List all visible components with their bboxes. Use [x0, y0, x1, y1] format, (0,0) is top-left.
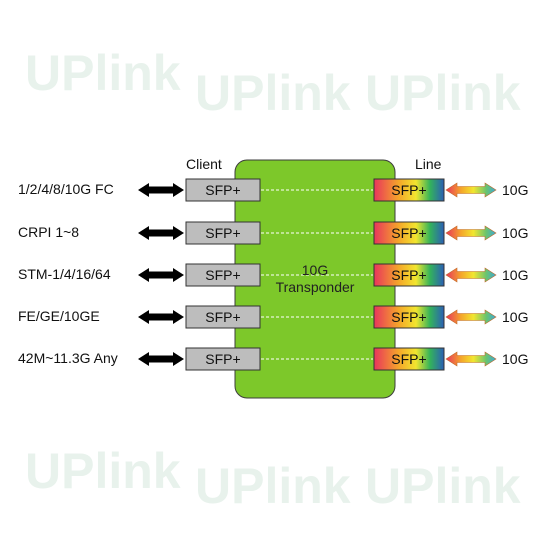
transponder-label-line1: 10G: [301, 262, 329, 278]
client-header: Client: [186, 156, 222, 172]
client-signal-label: 1/2/4/8/10G FC: [18, 181, 114, 197]
client-sfp-label: SFP+: [205, 225, 240, 241]
line-sfp-label: SFP+: [391, 225, 426, 241]
line-sfp-label: SFP+: [391, 182, 426, 198]
client-sfp-module: [185, 263, 261, 287]
line-sfp-module: [373, 263, 445, 287]
line-rate-label: 10G: [502, 182, 528, 198]
line-rate-label: 10G: [502, 267, 528, 283]
client-arrow: [138, 310, 184, 324]
line-rate-label: 10G: [502, 351, 528, 367]
client-sfp-module: [185, 178, 261, 202]
line-arrow: [445, 351, 497, 367]
line-rate-label: 10G: [502, 309, 528, 325]
watermark-logo: UPlink: [25, 443, 181, 499]
svg-text:UPlink: UPlink: [365, 458, 521, 514]
transponder-label-line2: Transponder: [275, 279, 355, 295]
client-arrow: [138, 226, 184, 240]
client-arrow: [138, 268, 184, 282]
client-signal-label: CRPI 1~8: [18, 224, 80, 240]
client-sfp-label: SFP+: [205, 351, 240, 367]
client-sfp-module: [185, 305, 261, 329]
client-sfp-label: SFP+: [205, 309, 240, 325]
line-sfp-module: [373, 178, 445, 202]
svg-text:UPlink: UPlink: [195, 458, 351, 514]
line-sfp-module: [373, 305, 445, 329]
client-sfp-label: SFP+: [205, 182, 240, 198]
line-rate-label: 10G: [502, 225, 528, 241]
line-sfp-label: SFP+: [391, 267, 426, 283]
client-sfp-label: SFP+: [205, 267, 240, 283]
client-signal-label: STM-1/4/16/64: [18, 266, 111, 282]
line-arrow: [445, 182, 497, 198]
svg-text:UPlink: UPlink: [25, 45, 181, 101]
watermark-logo: UPlink: [365, 458, 521, 514]
line-sfp-module: [373, 347, 445, 371]
line-sfp-label: SFP+: [391, 351, 426, 367]
client-arrow: [138, 352, 184, 366]
line-arrow: [445, 225, 497, 241]
client-arrow: [138, 183, 184, 197]
line-arrow: [445, 309, 497, 325]
svg-text:UPlink: UPlink: [195, 65, 351, 121]
line-sfp-module: [373, 221, 445, 245]
rows-layer: SFP+ SFP+ 10G SFP+ SFP+ 10G SFP+ SFP+ 10G SFP+ SFP…: [138, 178, 528, 371]
svg-text:UPlink: UPlink: [25, 443, 181, 499]
client-sfp-module: [185, 347, 261, 371]
line-sfp-label: SFP+: [391, 309, 426, 325]
line-arrow: [445, 267, 497, 283]
transponder-label: 10G Transponder: [235, 262, 395, 296]
line-header: Line: [415, 156, 442, 172]
watermark-logo: UPlink: [25, 45, 181, 101]
client-sfp-module: [185, 221, 261, 245]
watermark-logo: UPlink: [195, 458, 351, 514]
watermark-logo: UPlink: [365, 65, 521, 121]
watermark-logo: UPlink: [195, 65, 351, 121]
svg-text:UPlink: UPlink: [365, 65, 521, 121]
client-signal-label: 42M~11.3G Any: [18, 350, 118, 366]
client-signal-label: FE/GE/10GE: [18, 308, 100, 324]
